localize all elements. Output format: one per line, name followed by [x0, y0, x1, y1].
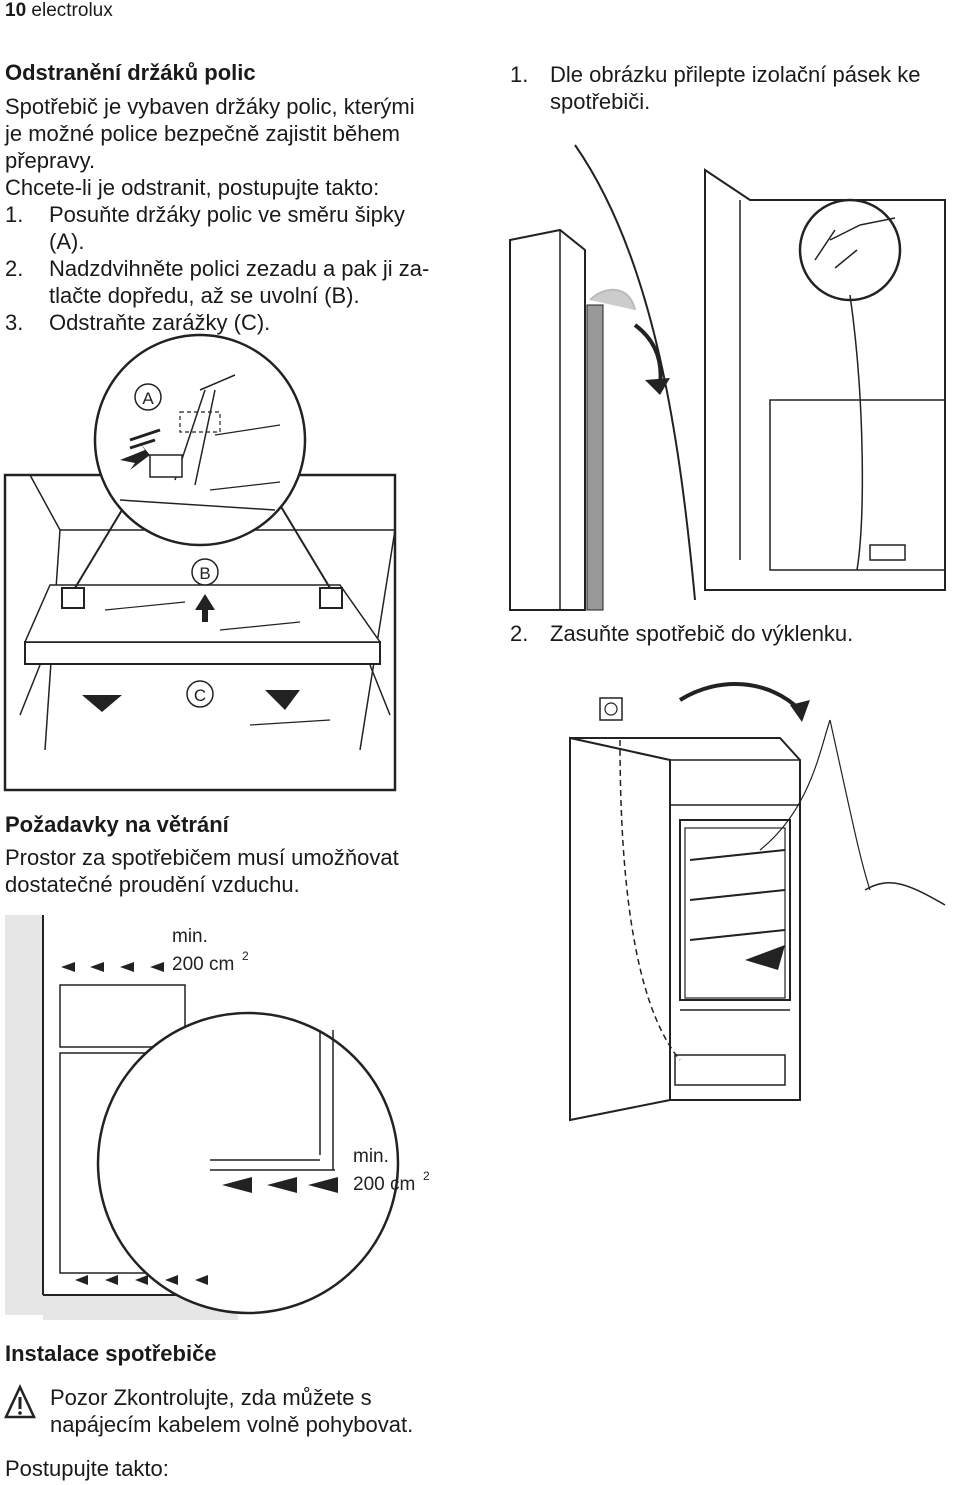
- warning-bold: Pozor: [50, 1385, 108, 1410]
- remove-holders-text: Spotřebič je vybaven držáky polic, který…: [5, 93, 485, 336]
- top-label-superscript: 2: [242, 949, 249, 963]
- intro-line: přepravy.: [5, 148, 96, 173]
- step-line: spotřebiči.: [550, 89, 651, 114]
- step-line: Posuňte držáky polic ve směru šipky: [49, 202, 405, 227]
- bottom-label-superscript: 2: [423, 1169, 430, 1183]
- step-number: 2.: [510, 621, 529, 646]
- intro-line: Chcete-li je odstranit, postupujte takto…: [5, 175, 380, 200]
- step-line: Odstraňte zarážky (C).: [49, 310, 271, 335]
- step-3: 3. Odstraňte zarážky (C).: [5, 309, 485, 336]
- ventilation-line: Prostor za spotřebičem musí umožňovat: [5, 845, 399, 870]
- section-title-ventilation: Požadavky na větrání: [5, 812, 229, 837]
- page-header: 10 electrolux: [5, 0, 113, 22]
- step-2: 2. Nadzdvihněte polici zezadu a pak ji z…: [5, 255, 485, 309]
- brand-name: electrolux: [31, 0, 113, 21]
- shelf-holders-illustration: A B C: [3, 333, 397, 792]
- step-number: 1.: [5, 202, 24, 227]
- top-label-area: 200 cm: [172, 954, 234, 975]
- install-warning: Pozor Zkontrolujte, zda můžete s napájec…: [50, 1384, 490, 1438]
- step-number: 1.: [510, 62, 529, 87]
- step-number: 3.: [5, 310, 24, 335]
- step-number: 2.: [5, 256, 24, 281]
- bottom-label-min: min.: [353, 1146, 389, 1167]
- bottom-label-area: 200 cm: [353, 1174, 415, 1195]
- step-line: Nadzdvihněte polici zezadu a pak ji za-: [49, 256, 430, 281]
- section-title-install: Instalace spotřebiče: [5, 1341, 217, 1366]
- ventilation-line: dostatečné proudění vzduchu.: [5, 872, 300, 897]
- right-step-2: 2. Zasuňte spotřebič do výklenku.: [510, 620, 960, 647]
- label-a: A: [142, 389, 154, 408]
- warning-icon: [4, 1384, 36, 1419]
- step-line: Dle obrázku přilepte izolační pásek ke: [550, 62, 921, 87]
- page-number: 10: [5, 0, 27, 21]
- step-line: (A).: [49, 229, 85, 254]
- intro-line: Spotřebič je vybaven držáky polic, který…: [5, 94, 415, 119]
- label-c: C: [194, 686, 206, 705]
- warning-line2: napájecím kabelem volně pohybovat.: [50, 1412, 414, 1437]
- ventilation-illustration: min. 200 cm 2 min. 200 cm 2: [5, 915, 430, 1320]
- step-line: Zasuňte spotřebič do výklenku.: [550, 621, 854, 646]
- step-line: tlačte dopředu, až se uvolní (B).: [49, 283, 360, 308]
- label-b: B: [199, 564, 210, 583]
- tape-illustration: [509, 144, 946, 611]
- warning-line1: Zkontrolujte, zda můžete s: [113, 1385, 372, 1410]
- intro-line: je možné police bezpečně zajistit během: [5, 121, 401, 146]
- niche-illustration: [569, 682, 946, 1122]
- step-1: 1. Posuňte držáky polic ve směru šipky(A…: [5, 201, 485, 255]
- install-procedure: Postupujte takto:: [5, 1456, 169, 1481]
- section-title-remove-holders: Odstranění držáků polic: [5, 60, 256, 85]
- ventilation-text: Prostor za spotřebičem musí umožňovat do…: [5, 844, 485, 898]
- top-label-min: min.: [172, 926, 208, 947]
- power-socket-icon: [599, 697, 623, 721]
- right-step-1: 1. Dle obrázku přilepte izolační pásek k…: [510, 61, 960, 115]
